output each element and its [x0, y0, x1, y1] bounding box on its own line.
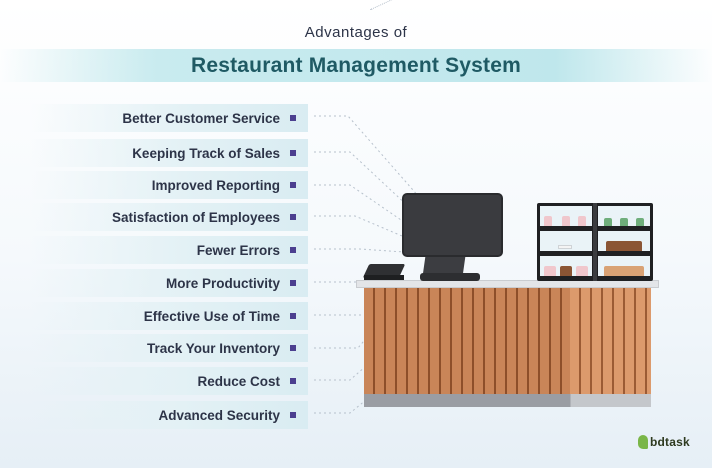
bullet-icon [290, 150, 296, 156]
advantage-label: Reduce Cost [197, 373, 280, 389]
pos-monitor-icon [402, 193, 503, 257]
cake-icon [606, 241, 642, 251]
page-subtitle: Advantages of [304, 24, 408, 41]
advantage-label: Advanced Security [158, 407, 280, 423]
cake-icon [636, 218, 644, 226]
logo-text: bdtask [650, 435, 690, 449]
cake-icon [560, 266, 572, 276]
leaf-icon [638, 435, 648, 449]
cabinet-shelf [540, 256, 592, 276]
cabinet-shelf [598, 256, 650, 276]
counter-top [356, 280, 659, 288]
cake-icon [604, 266, 644, 276]
monitor-foot [420, 273, 480, 281]
cabinet-divider [593, 203, 597, 281]
cabinet-shelf [598, 206, 650, 226]
connector-line [314, 335, 369, 349]
bullet-icon [290, 247, 296, 253]
bullet-icon [290, 214, 296, 220]
price-tag-icon [558, 245, 572, 249]
page-title: Restaurant Management System [190, 53, 522, 77]
advantage-item: Track Your Inventory [30, 334, 308, 362]
advantage-item: Improved Reporting [30, 171, 308, 199]
connector-line [314, 184, 405, 223]
advantage-item: Reduce Cost [30, 367, 308, 395]
bullet-icon [290, 313, 296, 319]
connector-line [314, 215, 403, 237]
brand-logo: bdtask [638, 435, 690, 449]
bullet-icon [290, 345, 296, 351]
advantage-item: Keeping Track of Sales [30, 139, 308, 167]
advantage-label: Keeping Track of Sales [132, 145, 280, 161]
advantage-label: Satisfaction of Employees [111, 209, 280, 225]
connector-line [314, 365, 367, 381]
cake-icon [544, 216, 552, 226]
cabinet-shelf [540, 231, 592, 251]
cake-icon [604, 218, 612, 226]
advantage-item: Advanced Security [30, 401, 308, 429]
connector-line [314, 115, 421, 199]
advantage-label: Improved Reporting [151, 177, 280, 193]
bullet-icon [290, 182, 296, 188]
counter-base [364, 394, 651, 407]
cake-icon [576, 266, 588, 276]
advantage-item: Effective Use of Time [30, 302, 308, 330]
cake-icon [562, 216, 570, 226]
bullet-icon [290, 412, 296, 418]
advantage-item: More Productivity [30, 269, 308, 297]
bullet-icon [290, 280, 296, 286]
cake-icon [620, 218, 628, 226]
display-cabinet-icon [537, 203, 653, 281]
card-reader-base [364, 275, 404, 280]
connector-line [314, 151, 411, 209]
advantage-label: Better Customer Service [122, 110, 280, 126]
advantage-item: Satisfaction of Employees [30, 203, 308, 231]
cake-icon [544, 266, 556, 276]
advantage-item: Better Customer Service [30, 104, 308, 132]
advantage-label: Fewer Errors [196, 242, 280, 258]
cabinet-shelf [540, 206, 592, 226]
cabinet-shelf [598, 231, 650, 251]
advantage-label: Effective Use of Time [143, 308, 280, 324]
advantage-item: Fewer Errors [30, 236, 308, 264]
counter-front-shade [570, 288, 651, 394]
bullet-icon [290, 115, 296, 121]
bullet-icon [290, 378, 296, 384]
connector-line [314, 399, 367, 414]
cake-icon [578, 216, 586, 226]
title-band: Restaurant Management System [0, 49, 712, 82]
connector-line [314, 248, 405, 253]
advantage-label: Track Your Inventory [146, 340, 280, 356]
advantage-label: More Productivity [165, 275, 280, 291]
